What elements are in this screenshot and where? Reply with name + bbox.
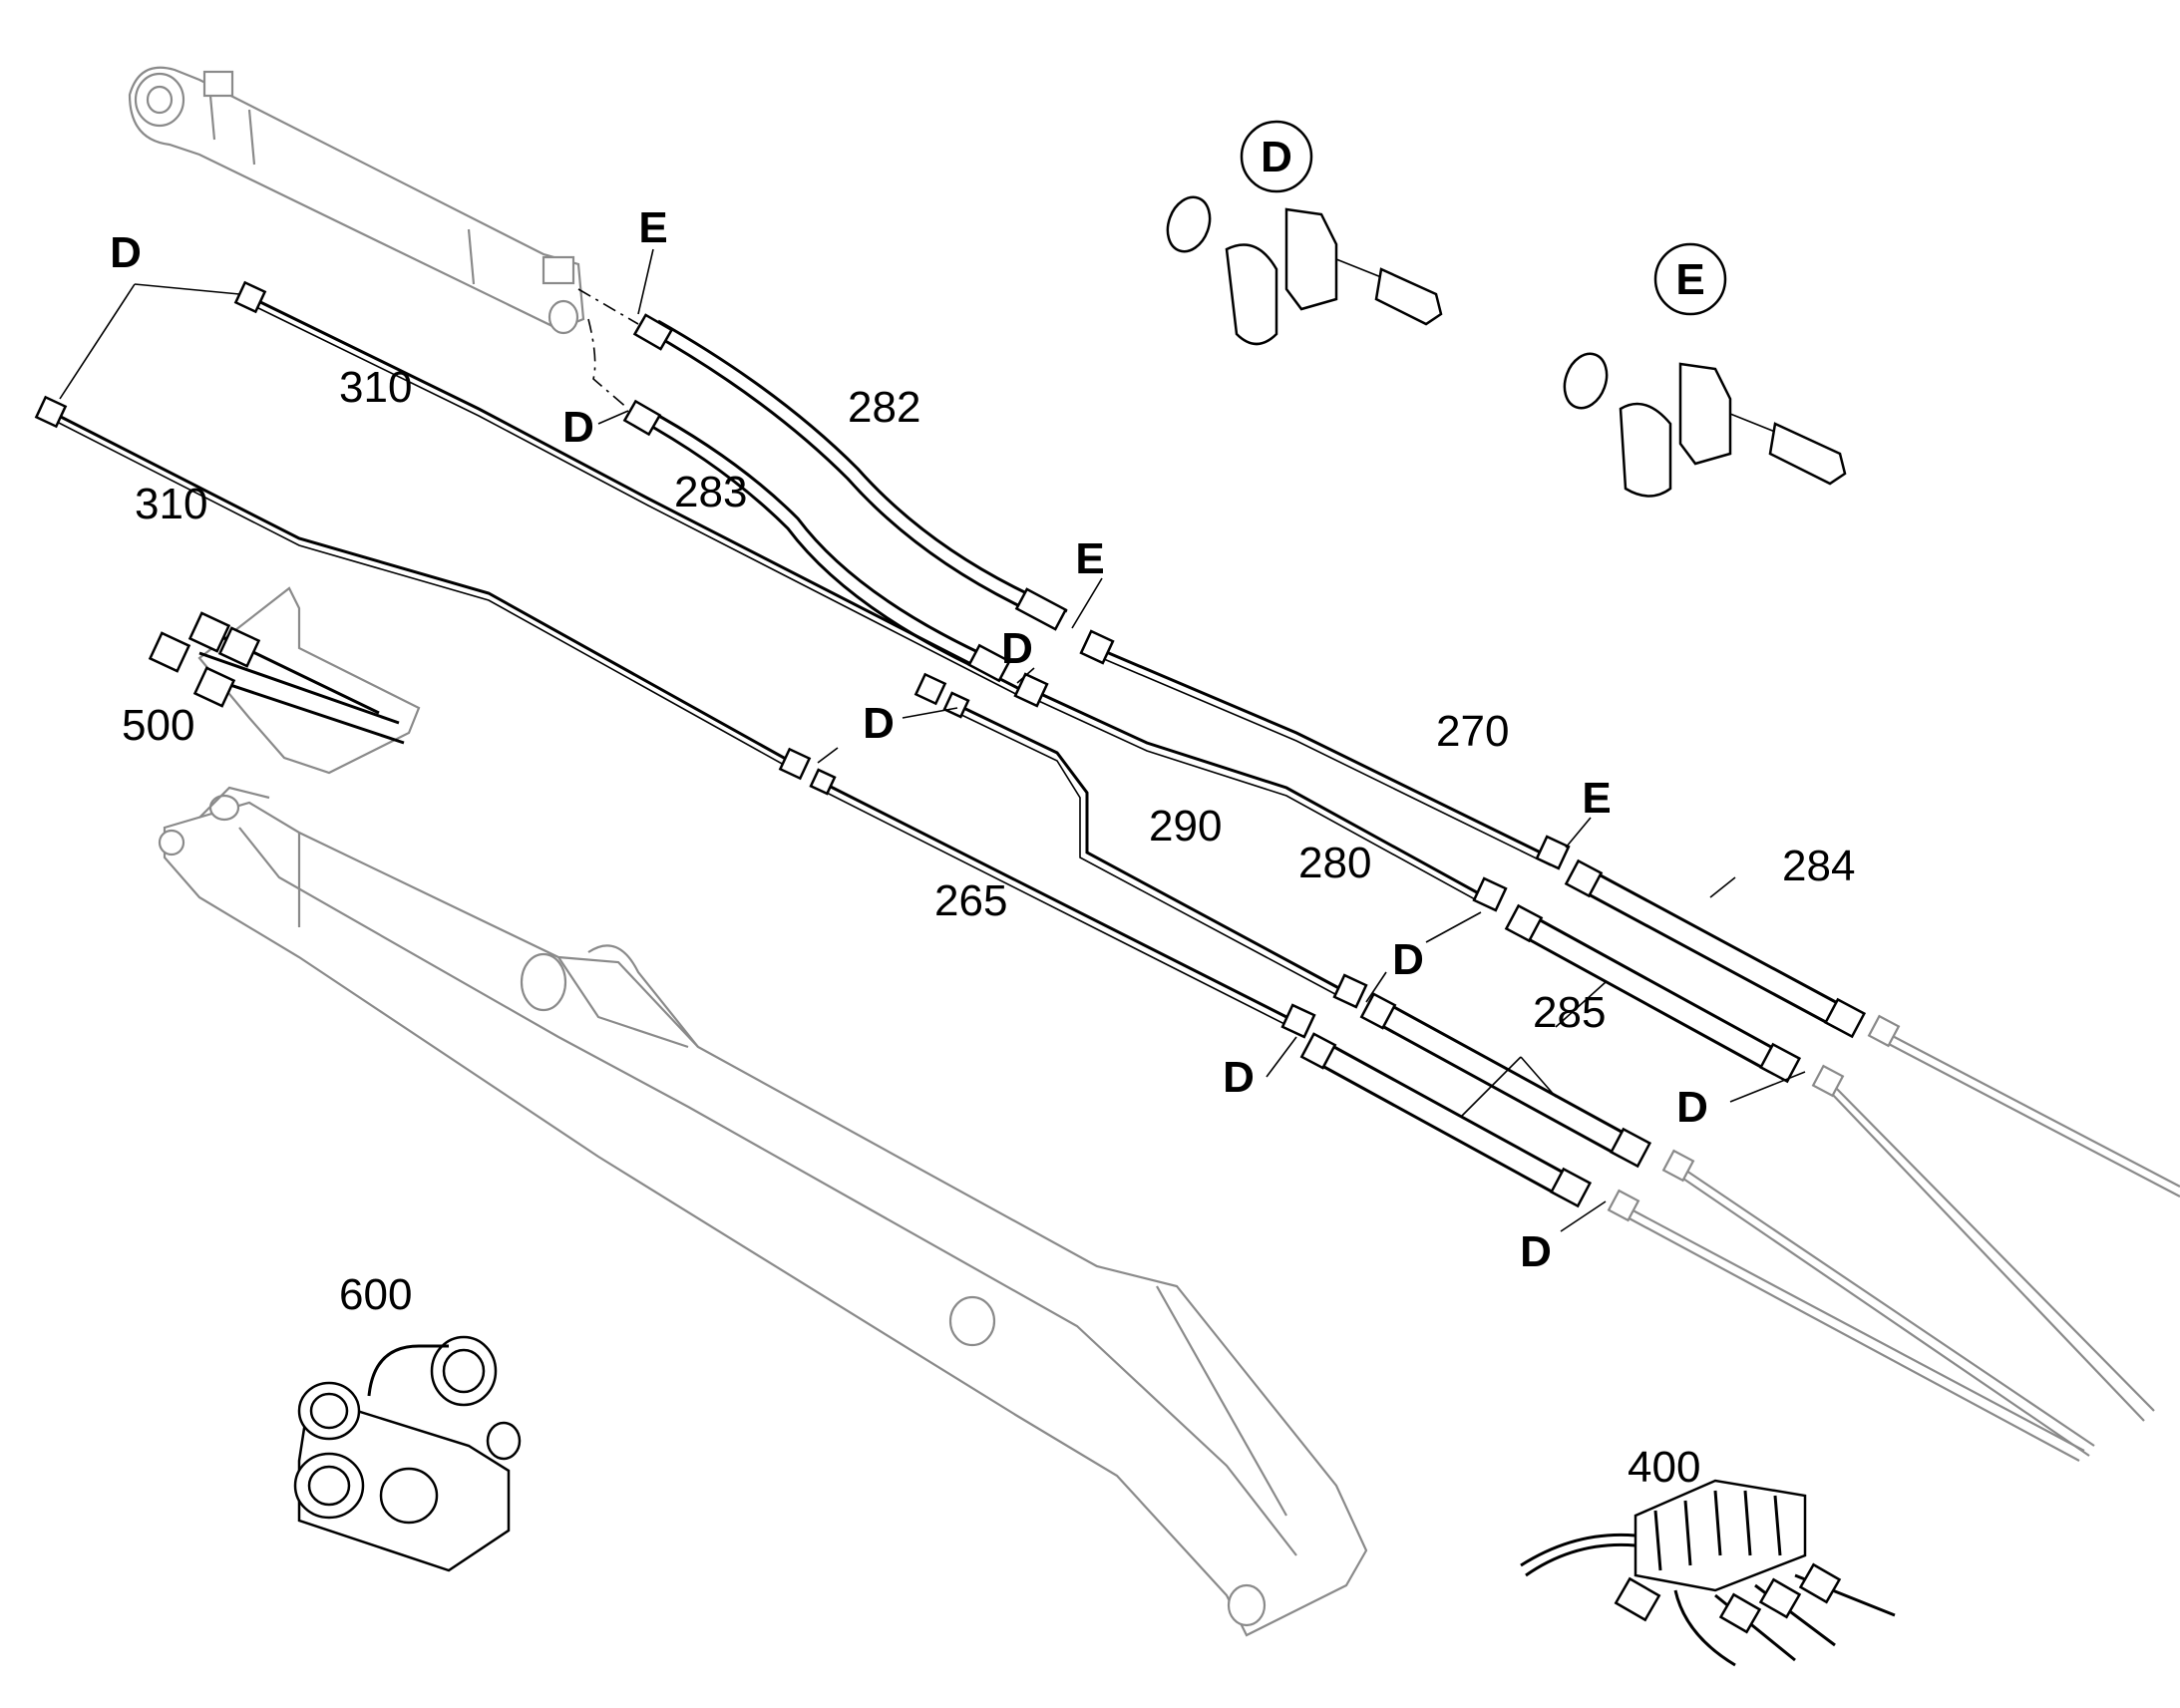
letter-d-310: D [110,228,142,277]
callout-270: 270 [1436,707,1509,756]
part-600-fitting-drawing [293,1335,522,1572]
part-400-manifold-drawing [1520,1479,1896,1667]
tube-285-upper [1504,903,1802,1084]
callout-265: 265 [934,876,1007,925]
letter-e-270: E [1075,534,1104,583]
leader-lines [59,248,1806,1232]
callout-310-upper: 310 [339,363,412,412]
boom-arm-drawing [158,786,1368,1637]
callout-400: 400 [1628,1443,1700,1492]
callout-284: 284 [1782,842,1855,890]
pipe-265 [809,768,1316,1039]
callout-600: 600 [339,1270,412,1319]
callout-290: 290 [1149,802,1222,851]
letter-d-stick-lower: D [1520,1227,1552,1276]
callout-283: 283 [674,468,747,516]
hose-283 [622,399,1011,683]
pipe-280 [1013,672,1508,912]
callout-500: 500 [122,701,194,750]
stick-pipes-drawing [1607,1014,2180,1462]
callout-282: 282 [848,383,920,432]
letter-e-284: E [1582,774,1611,823]
letter-d-280: D [1001,624,1033,673]
detail-e-drawing [1563,242,1847,498]
letter-d-285: D [1392,935,1424,984]
detail-d-title: D [1261,133,1292,181]
part-500-bracket-drawing [148,586,421,775]
callout-310-lower: 310 [135,480,207,528]
detail-e-title: E [1675,255,1704,304]
letter-d-290: D [863,699,895,748]
connection-line-283 [587,318,629,410]
pipe-310-upper [233,280,1038,706]
letter-d-283: D [562,403,594,452]
letter-d-265: D [1223,1053,1255,1102]
tube-285-middle [1359,992,1652,1169]
callout-280: 280 [1298,839,1371,887]
callout-285: 285 [1533,988,1606,1037]
pipe-270 [1079,629,1571,870]
tube-284 [1564,858,1867,1039]
letter-d-stick-upper: D [1676,1083,1708,1132]
detail-d-drawing [1166,120,1443,346]
hose-282 [632,313,1068,631]
cylinder-drawing [128,66,585,335]
letter-e-282: E [638,203,667,252]
tube-285-lower [1299,1032,1593,1208]
pipe-310-lower [34,395,812,781]
connection-line-282 [577,288,639,325]
pipe-290 [942,691,1368,1009]
